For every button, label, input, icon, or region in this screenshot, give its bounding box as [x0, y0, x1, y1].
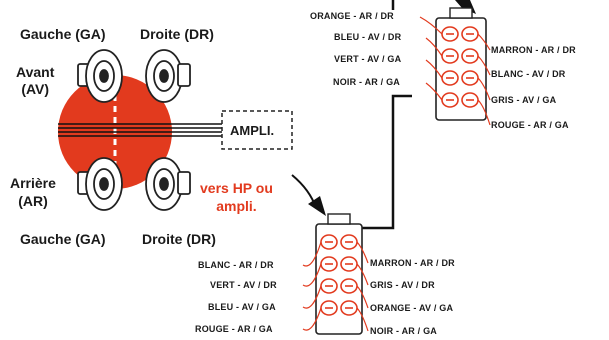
leader-line	[302, 241, 322, 267]
leader-line	[425, 82, 443, 101]
leader-line	[356, 241, 369, 264]
top-left-wire-4: NOIR - AR / GA	[333, 77, 400, 87]
top-right-wire-1: MARRON - AR / DR	[491, 45, 576, 55]
leader-line	[477, 55, 491, 76]
speaker-front-right	[145, 49, 191, 103]
amplifier-note: vers HP ou ampli.	[200, 180, 273, 214]
front-left-label: Gauche (GA)	[20, 26, 106, 42]
front-right-label: Droite (DR)	[140, 26, 214, 42]
bottom-left-wire-4: ROUGE - AR / GA	[195, 324, 273, 334]
bottom-right-wire-2: GRIS - AV / DR	[370, 280, 435, 290]
leader-line	[477, 33, 491, 51]
amplifier-box	[221, 110, 293, 150]
leader-line	[356, 285, 369, 309]
rear-left-label: Gauche (GA)	[20, 231, 106, 247]
bottom-right-wire-3: ORANGE - AV / GA	[370, 303, 454, 313]
top-left-wire-2: BLEU - AV / DR	[334, 32, 402, 42]
top-left-wire-3: VERT - AV / GA	[334, 54, 402, 64]
leader-line	[477, 77, 491, 101]
bottom-left-wire-3: BLEU - AV / GA	[208, 302, 276, 312]
top-right-wire-4: ROUGE - AR / GA	[491, 120, 569, 130]
leader-line	[356, 307, 369, 332]
connector-link-wire	[360, 94, 412, 230]
connector-leader-lines	[302, 16, 491, 332]
connector-bottom-block	[315, 213, 363, 335]
speaker-front-left	[77, 49, 123, 103]
speaker-rear-right	[145, 157, 191, 211]
arrow-head-bottom	[308, 196, 326, 216]
top-right-wire-2: BLANC - AV / DR	[491, 69, 566, 79]
leader-line	[477, 99, 491, 126]
leader-line	[356, 263, 369, 286]
amplifier-label: AMPLI.	[230, 123, 275, 138]
front-axle-label: Avant (AV)	[16, 64, 55, 97]
leader-line	[425, 37, 443, 57]
speaker-rear-left	[77, 157, 123, 211]
rear-right-label: Droite (DR)	[142, 231, 216, 247]
bottom-left-wire-2: VERT - AV / DR	[210, 280, 277, 290]
bottom-right-wire-1: MARRON - AR / DR	[370, 258, 455, 268]
bottom-left-wire-1: BLANC - AR / DR	[198, 260, 274, 270]
leader-line	[419, 16, 443, 35]
top-left-wire-1: ORANGE - AR / DR	[310, 11, 394, 21]
bottom-right-wire-4: NOIR - AR / GA	[370, 326, 437, 336]
leader-line	[302, 285, 322, 309]
rear-axle-label: Arrière (AR)	[10, 175, 56, 209]
leader-line	[302, 307, 322, 331]
leader-line	[302, 263, 322, 287]
leader-line	[425, 59, 443, 79]
top-right-wire-3: GRIS - AV / GA	[491, 95, 557, 105]
speaker-cable-bundle	[58, 123, 222, 137]
